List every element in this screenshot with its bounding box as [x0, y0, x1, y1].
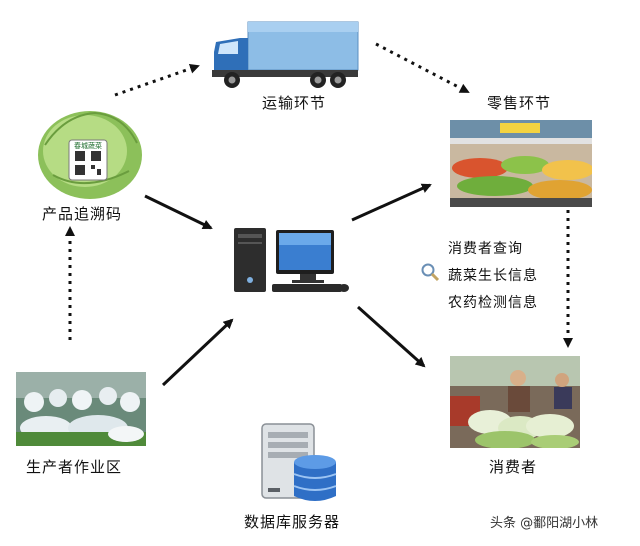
arrow-computer-to-retail	[351, 183, 432, 222]
consumer-label: 消费者	[489, 458, 538, 476]
consumer-query-list: 消费者查询 蔬菜生长信息 农药检测信息	[448, 236, 538, 317]
arrow-code-to-transport	[114, 63, 200, 97]
query-item: 蔬菜生长信息	[448, 268, 538, 284]
database-server-icon	[258, 420, 340, 506]
product-code-label: 产品追溯码	[42, 205, 123, 223]
truck-icon	[210, 20, 360, 90]
cabbage-brand-text: 春城蔬菜	[74, 142, 102, 150]
retail-label: 零售环节	[487, 94, 552, 112]
arrow-computer-to-consumer	[357, 305, 426, 368]
consumer-photo	[450, 356, 580, 448]
computer-icon	[232, 226, 350, 296]
arrow-code-to-computer	[144, 194, 213, 230]
query-item: 消费者查询	[448, 241, 523, 257]
producer-area-label: 生产者作业区	[26, 458, 123, 476]
retail-photo	[450, 120, 592, 207]
arrow-producer-to-computer	[161, 318, 234, 387]
database-server-label: 数据库服务器	[244, 513, 341, 531]
transport-label: 运输环节	[262, 94, 327, 112]
query-item: 农药检测信息	[448, 295, 538, 311]
cabbage-icon: 春城蔬菜	[35, 105, 145, 200]
search-icon	[420, 262, 440, 282]
watermark-text: 头条 @鄱阳湖小林	[490, 516, 599, 531]
arrow-transport-to-retail	[375, 42, 470, 94]
producer-area-photo	[16, 372, 146, 446]
